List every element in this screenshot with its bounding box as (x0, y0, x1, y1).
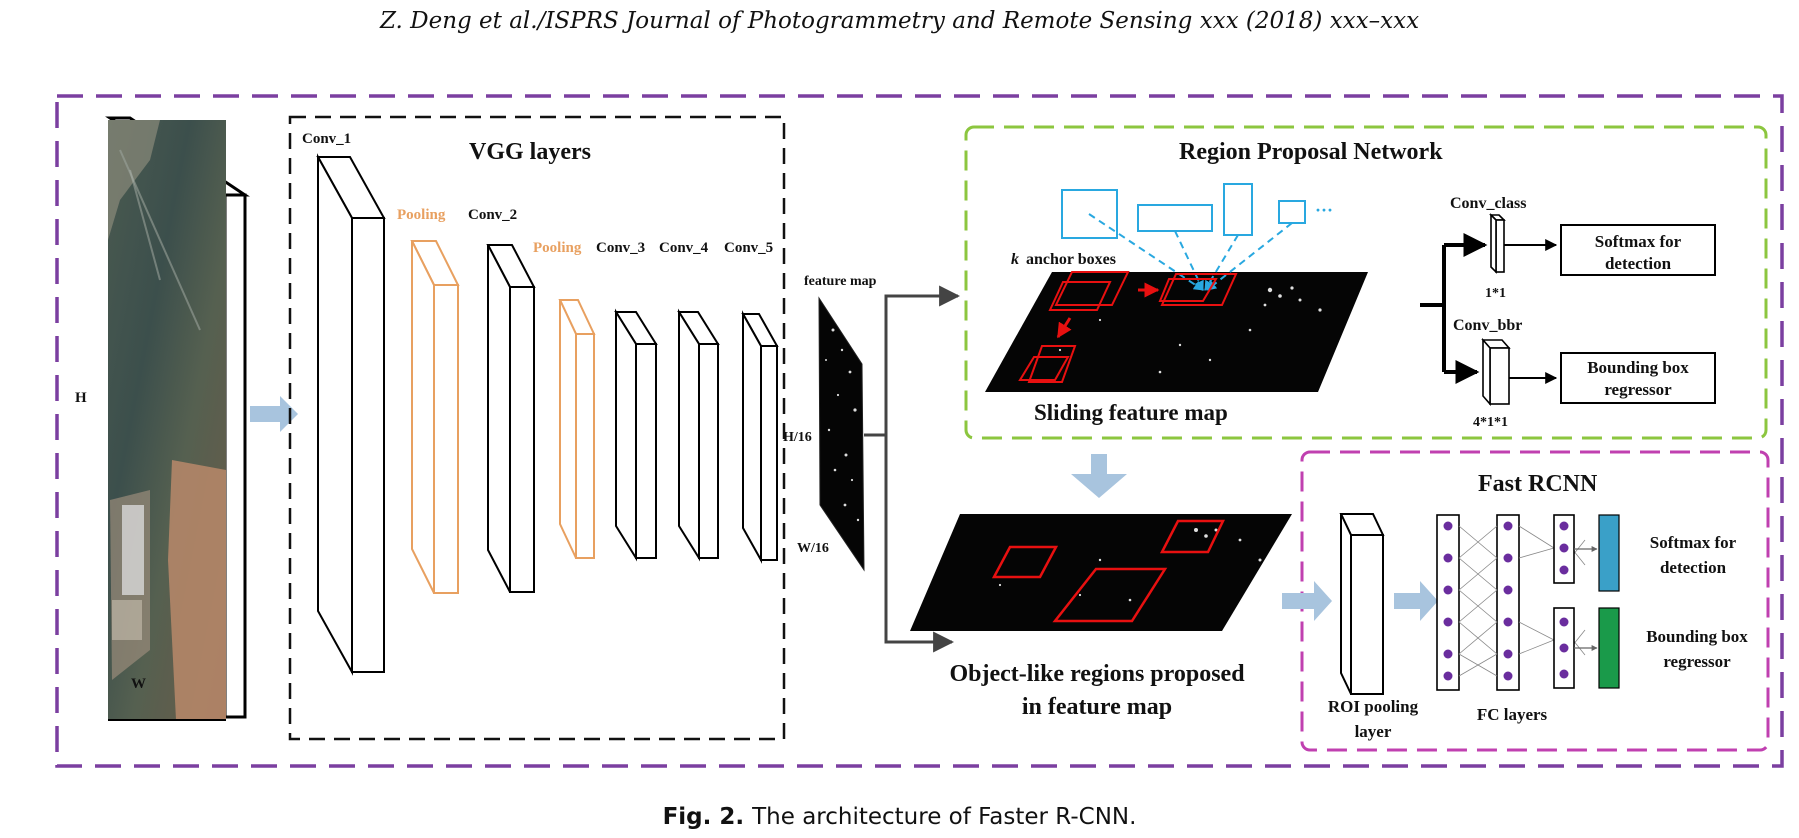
anchor-converging-lines (1088, 213, 1293, 291)
conv-class-label: Conv_class (1450, 195, 1526, 212)
proposal-feature-map-plane (910, 514, 1292, 631)
vgg-title: VGG layers (469, 139, 591, 165)
rpn-softmax-box (1560, 224, 1716, 276)
fast-bbox-line2: regressor (1663, 652, 1731, 671)
conv-bbr-label: Conv_bbr (1453, 317, 1522, 334)
conv-bbr-size: 4*1*1 (1473, 415, 1508, 430)
proposals-label-line2: in feature map (1022, 694, 1172, 720)
fast-bbox-line1: Bounding box (1646, 627, 1748, 646)
rpn-branch-lines (1420, 233, 1488, 384)
rpn-dashed-box (964, 125, 1768, 440)
conv2-block (486, 244, 536, 593)
flow-arrow-into-fc (1394, 581, 1438, 621)
input-satellite-image (105, 116, 250, 721)
fc-layers-network (1436, 514, 1620, 691)
flow-arrow-into-roi (1282, 581, 1332, 621)
feature-map-label: feature map (804, 274, 877, 289)
figure-caption-label: Fig. 2. (662, 804, 745, 830)
figure-caption-text: The architecture of Faster R-CNN. (752, 804, 1137, 830)
conv2-label: Conv_2 (468, 207, 517, 223)
conv3-label: Conv_3 (596, 240, 645, 256)
pooling1-block (410, 240, 460, 594)
vgg-dashed-box (288, 115, 786, 741)
sliding-windows (1018, 271, 1238, 383)
conv5-label: Conv_5 (724, 240, 773, 256)
proposed-regions (991, 519, 1225, 623)
input-height-label: H (75, 390, 87, 406)
feature-map-width-label: W/16 (797, 541, 829, 556)
input-width-label: W (131, 676, 146, 692)
anchor-k-label: k (1011, 251, 1019, 268)
rpn-softmax-line1: Softmax for (1595, 232, 1682, 251)
roi-pooling-block (1339, 513, 1385, 695)
conv-bbr-block (1481, 337, 1511, 407)
conv4-label: Conv_4 (659, 240, 709, 256)
fast-rcnn-title: Fast RCNN (1478, 471, 1598, 497)
pooling1-label: Pooling (397, 207, 446, 223)
sliding-feature-map-plane (985, 272, 1368, 392)
rpn-title: Region Proposal Network (1179, 139, 1443, 165)
feature-map-branch-arrows (864, 285, 961, 653)
proposals-label-line1: Object-like regions proposed (949, 661, 1245, 687)
fast-softmax-line1: Softmax for (1650, 533, 1737, 552)
conv3-block (614, 308, 658, 562)
flow-arrow-down (1071, 454, 1127, 498)
roi-pooling-label-line2: layer (1355, 722, 1392, 741)
feature-map-height-label: H/16 (783, 430, 812, 445)
flow-arrow-into-vgg (250, 396, 298, 432)
conv-class-block (1489, 213, 1506, 274)
journal-header: Z. Deng et al./ISPRS Journal of Photogra… (379, 8, 1420, 34)
rpn-softmax-line2: detection (1605, 254, 1672, 273)
sliding-direction-arrows (1056, 282, 1160, 339)
pooling2-block (558, 299, 596, 559)
sliding-feature-map-label: Sliding feature map (1034, 400, 1228, 425)
conv4-block (677, 308, 720, 562)
anchor-ellipsis: ··· (1315, 200, 1333, 220)
outer-dashed-border (55, 94, 1784, 768)
conv1-label: Conv_1 (302, 131, 351, 147)
anchor-boxes (1061, 183, 1306, 239)
conv5-block (741, 310, 779, 564)
pooling2-label: Pooling (533, 240, 582, 256)
anchor-boxes-label: anchor boxes (1026, 251, 1116, 268)
conv1-block (316, 153, 386, 676)
conv-class-size: 1*1 (1485, 286, 1506, 301)
roi-pooling-label-line1: ROI pooling (1328, 697, 1419, 716)
rpn-bbox-line2: regressor (1604, 380, 1672, 399)
sliding-map-speckles (1058, 286, 1322, 374)
proposal-map-speckles (998, 528, 1262, 602)
fast-softmax-line2: detection (1660, 558, 1727, 577)
fc-layers-label: FC layers (1477, 705, 1548, 724)
feature-map-plane (818, 296, 865, 572)
rpn-bbox-box (1560, 352, 1716, 404)
rpn-bbox-line1: Bounding box (1587, 358, 1689, 377)
feature-map-speckles (825, 328, 860, 522)
figure-caption: Fig. 2. The architecture of Faster R-CNN. (0, 804, 1799, 830)
